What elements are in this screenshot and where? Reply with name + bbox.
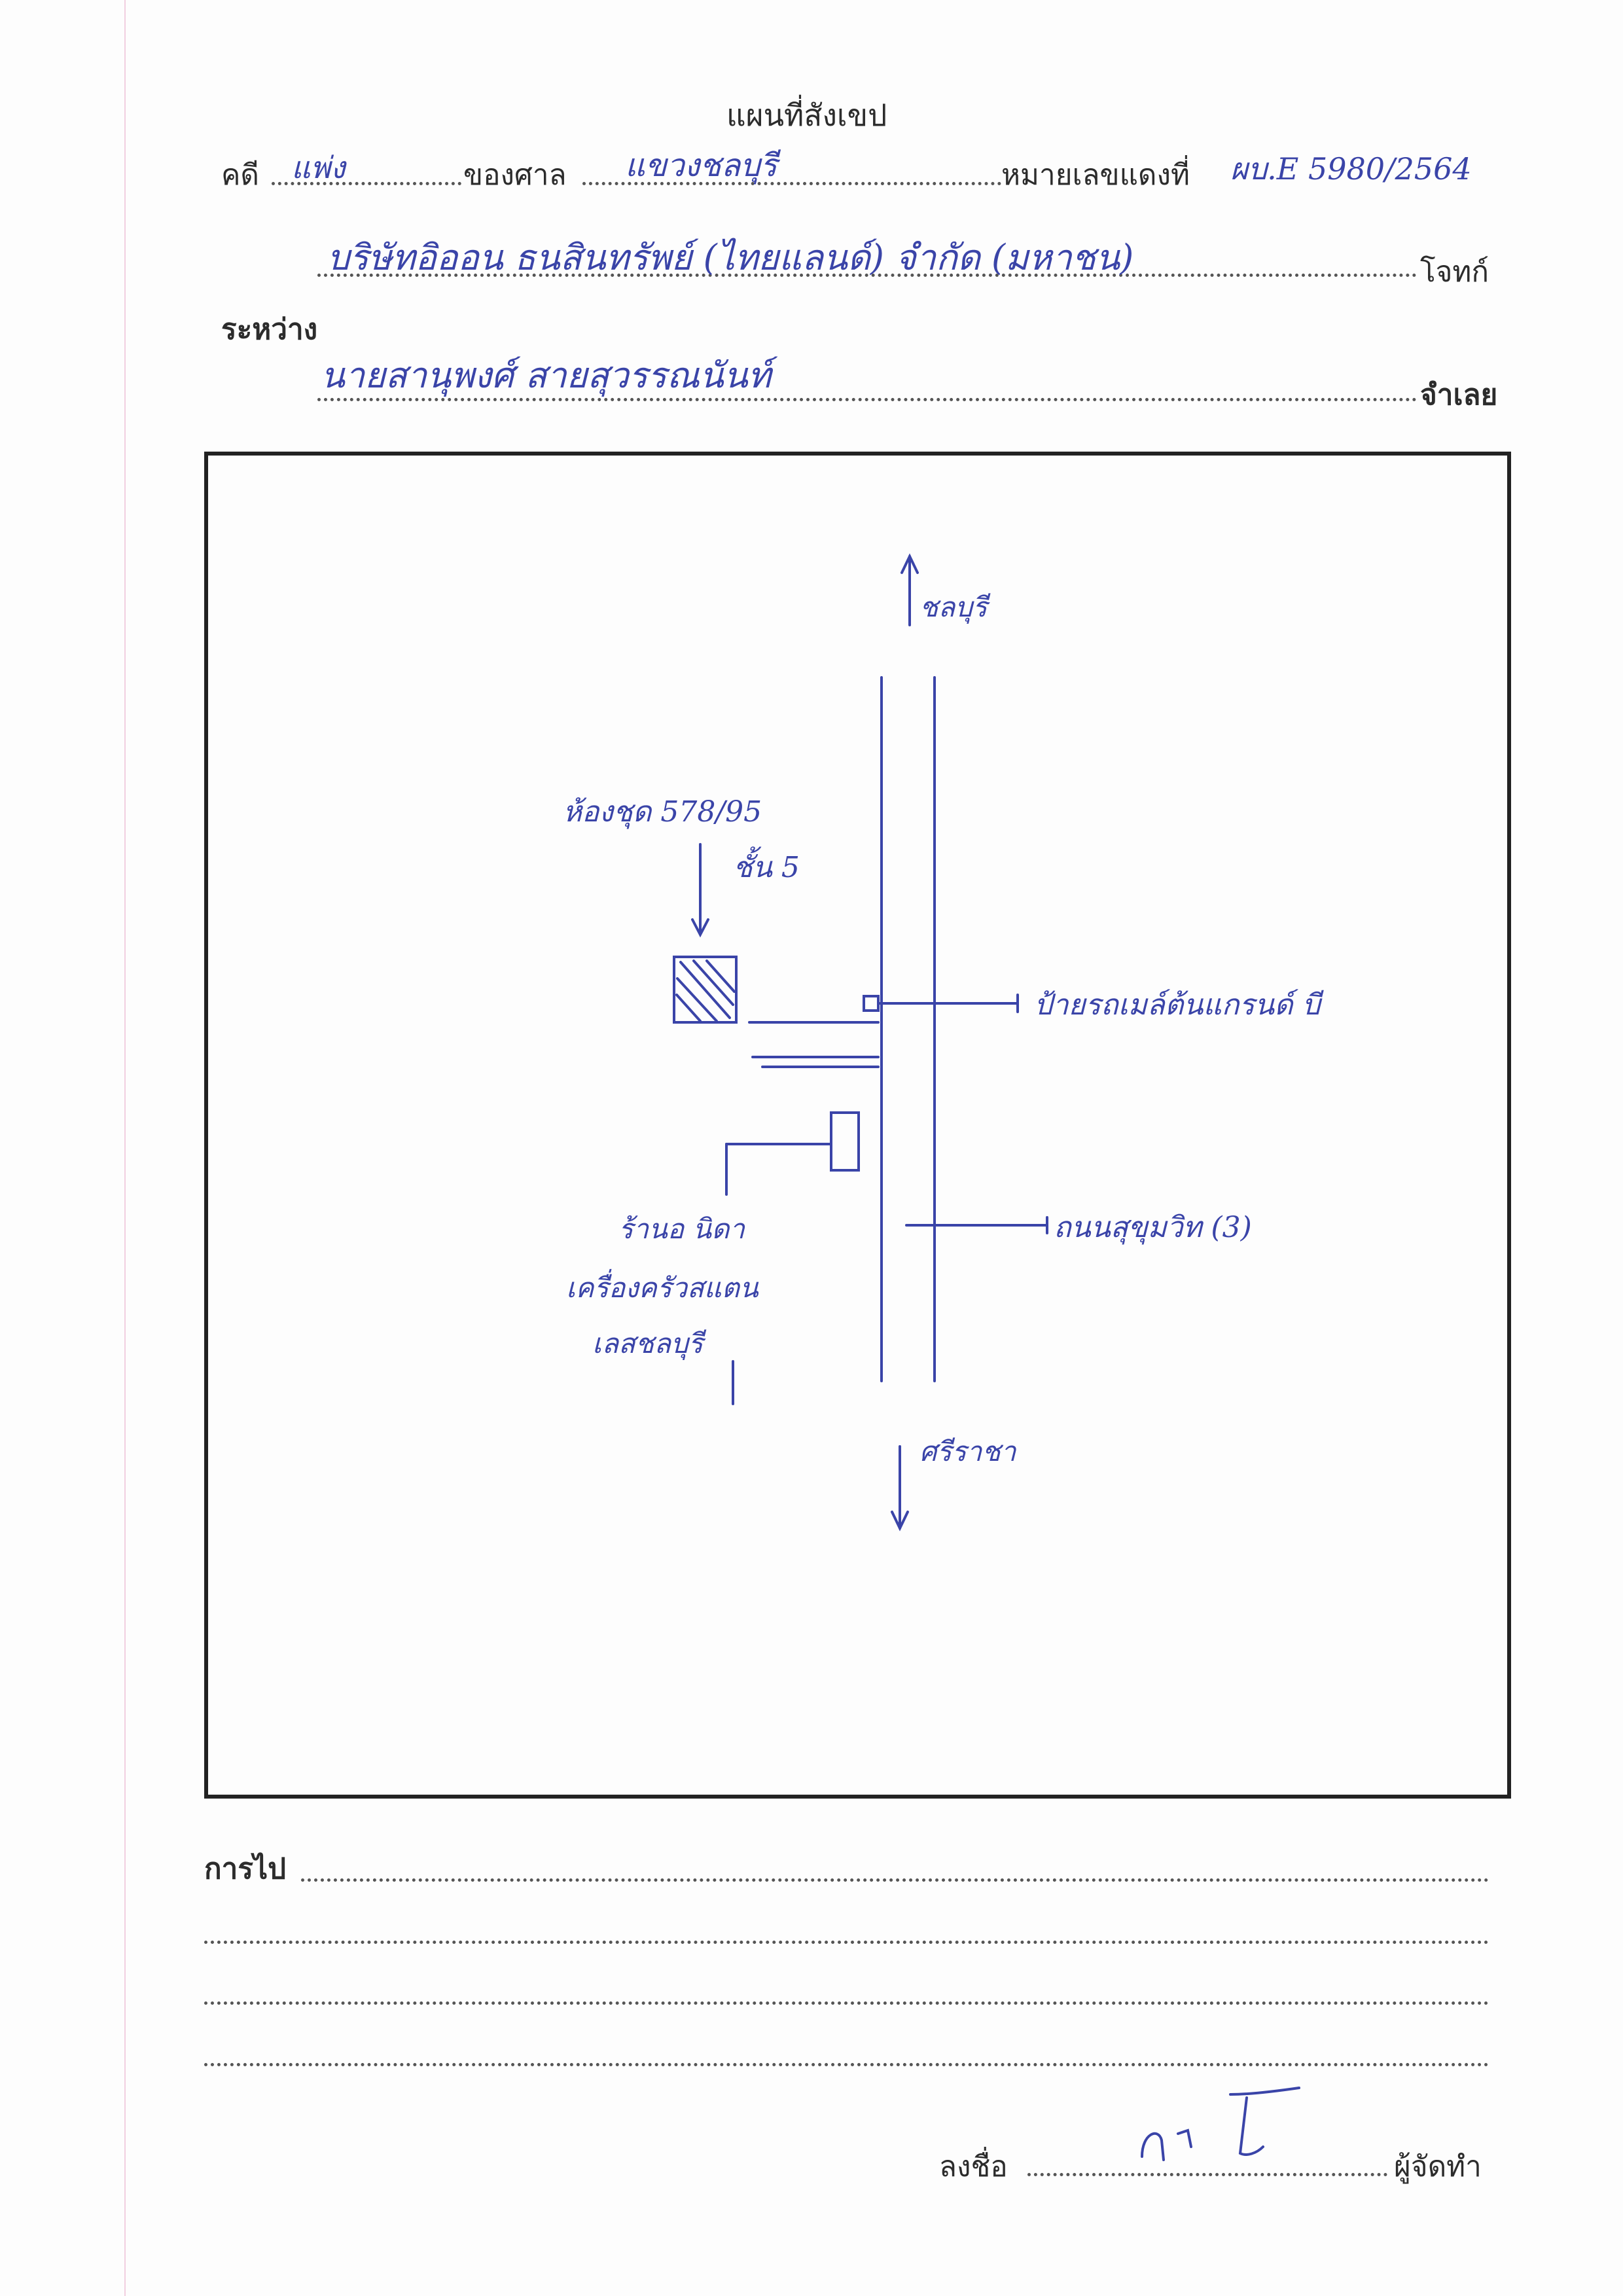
route-label: การไป	[204, 1852, 287, 1886]
south-arrow-head	[891, 1511, 909, 1532]
page-title: แผนที่สังเขป	[726, 98, 887, 133]
margin-line	[124, 0, 126, 2296]
case-label: คดี	[221, 158, 260, 192]
condo-label-line1: ห้องชุด 578/95	[563, 795, 762, 829]
signature-line	[1027, 2173, 1387, 2176]
defendant-dots	[317, 398, 1417, 401]
court-dots	[582, 182, 1001, 185]
defendant-label: จำเลย	[1420, 378, 1498, 412]
preparer-label: ผู้จัดทำ	[1394, 2150, 1482, 2183]
condo-label-line2: ชั้น 5	[733, 851, 800, 884]
plaintiff-dots	[317, 274, 1417, 277]
map-frame	[204, 452, 1511, 1799]
sign-label: ลงชื่อ	[939, 2150, 1008, 2183]
red-number-value: ผบ.E 5980/2564	[1230, 151, 1472, 187]
route-line-2	[204, 1941, 1489, 1944]
court-label: ของศาล	[463, 158, 567, 192]
condo-arrow-head	[691, 918, 709, 938]
road-label: ถนนสุขุมวิท (3)	[1054, 1211, 1252, 1244]
condo-building	[673, 956, 738, 1024]
shop-marker	[830, 1111, 860, 1172]
between-label: ระหว่าง	[221, 313, 318, 346]
route-line-3	[204, 2001, 1489, 2005]
court-name-value: แขวงชลบุรี	[625, 147, 777, 184]
plaintiff-label: โจทก์	[1420, 255, 1489, 289]
red-number-label: หมายเลขแดงที่	[1001, 158, 1190, 192]
shop-label-line3: เลสชลบุรี	[592, 1327, 704, 1359]
plaintiff-value: บริษัทอิออน ธนสินทรัพย์ (ไทยแลนด์) จำกัด…	[327, 237, 1134, 278]
bus-stop-marker	[863, 995, 880, 1012]
map-north-label: ชลบุรี	[919, 591, 988, 623]
north-arrow-head	[901, 553, 919, 574]
map-south-label: ศรีราชา	[919, 1435, 1016, 1467]
shop-label-line2: เครื่องครัวสแตน	[566, 1272, 758, 1304]
route-line-4	[204, 2063, 1489, 2066]
route-line-1	[301, 1878, 1489, 1882]
shop-label-line1: ร้านอ นิดา	[618, 1213, 745, 1245]
case-type-value: แพ่ง	[291, 150, 346, 185]
bus-stop-label: ป้ายรถเมล์ต้นแกรนด์ บี	[1034, 988, 1321, 1022]
case-type-dots	[272, 182, 461, 185]
defendant-value: นายสานุพงศ์ สายสุวรรณนันท์	[321, 355, 772, 396]
